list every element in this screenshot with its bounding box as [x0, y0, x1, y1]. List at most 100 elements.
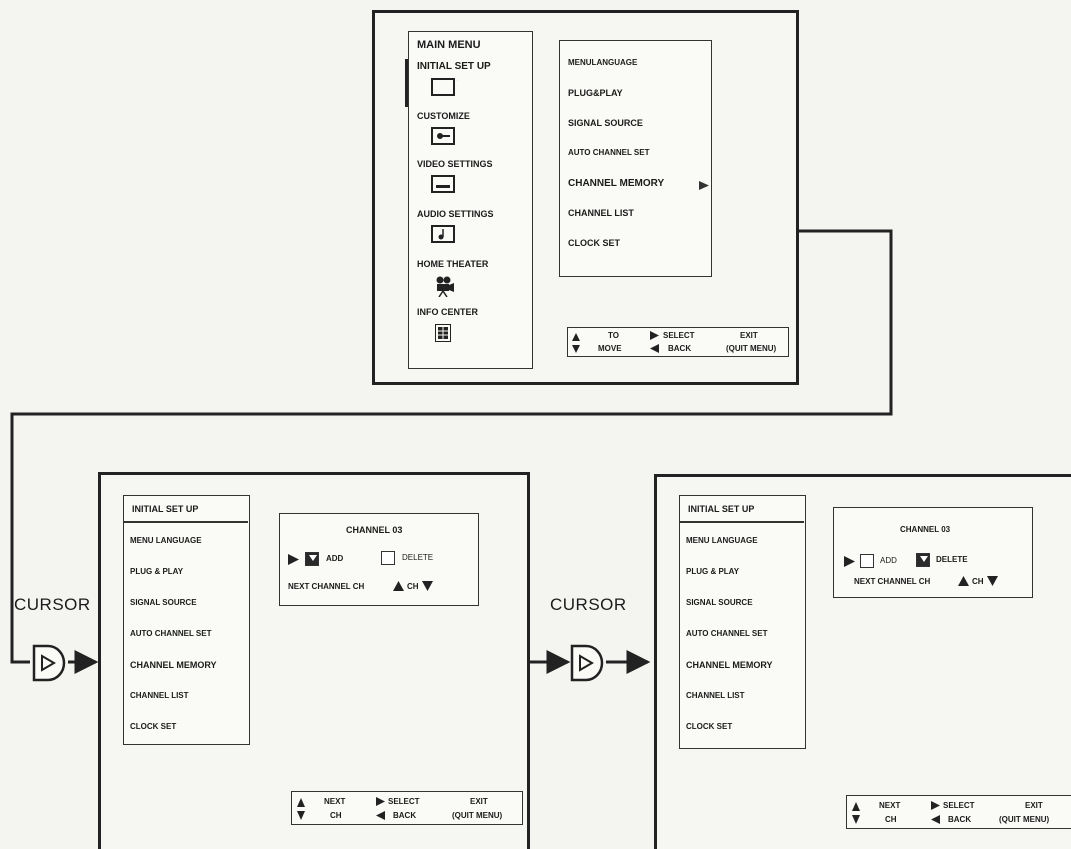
channel-title: CHANNEL 03	[900, 525, 951, 534]
setup-item-selected[interactable]: CHANNEL MEMORY	[686, 660, 773, 670]
arrow-right-icon	[650, 331, 659, 340]
main-menu-title: MAIN MENU	[417, 39, 481, 51]
cursor-label-1: CURSOR	[14, 595, 91, 614]
menu-item-video-settings[interactable]: VIDEO SETTINGS	[417, 159, 493, 169]
ch-label: CH	[972, 577, 984, 586]
setup-item[interactable]: PLUG & PLAY	[686, 567, 740, 576]
menu-item-info-center[interactable]: INFO CENTER	[417, 307, 479, 317]
help-quit-label: (QUIT MENU)	[452, 811, 503, 820]
setup-item[interactable]: MENU LANGUAGE	[130, 536, 202, 545]
divider	[680, 521, 804, 523]
channel-box: CHANNEL 03 ADD DELETE NEXT CHANNEL CH CH	[279, 513, 479, 606]
add-checkbox[interactable]	[860, 554, 874, 568]
submenu-item[interactable]: MENULANGUAGE	[568, 58, 638, 67]
submenu-item[interactable]: CHANNEL LIST	[568, 208, 634, 218]
setup-item[interactable]: CLOCK SET	[130, 722, 177, 731]
help-exit-label: EXIT	[1025, 801, 1043, 810]
initial-setup-panel: INITIAL SET UP MENU LANGUAGE PLUG & PLAY…	[123, 495, 250, 745]
help-move-label: MOVE	[598, 344, 622, 353]
help-next-label: NEXT	[324, 797, 346, 806]
help-ch-label: CH	[330, 811, 342, 820]
music-note-icon	[431, 225, 455, 243]
help-back-label: BACK	[393, 811, 417, 820]
arrow-left-icon	[376, 811, 385, 820]
delete-label: DELETE	[936, 555, 968, 564]
setup-item[interactable]: AUTO CHANNEL SET	[130, 629, 212, 638]
setup-item[interactable]: SIGNAL SOURCE	[130, 598, 197, 607]
help-to-label: TO	[608, 331, 619, 340]
help-bar: NEXT CH SELECT BACK EXIT (QUIT MENU)	[291, 791, 523, 825]
movie-camera-icon	[436, 276, 454, 297]
help-bar: TO MOVE SELECT BACK EXIT (QUIT MENU)	[567, 327, 789, 357]
arrow-right-icon	[844, 556, 855, 567]
delete-checkbox[interactable]	[916, 553, 930, 567]
panel-title: INITIAL SET UP	[132, 504, 199, 514]
divider	[124, 521, 248, 523]
setup-item[interactable]: CHANNEL LIST	[130, 691, 189, 700]
submenu-item[interactable]: CLOCK SET	[568, 238, 621, 248]
add-label: ADD	[880, 556, 897, 565]
help-next-label: NEXT	[879, 801, 901, 810]
cursor-button-icon	[570, 644, 604, 682]
up-down-arrows-icon	[297, 798, 305, 820]
up-down-arrows-icon	[572, 333, 580, 353]
help-exit-label: EXIT	[470, 797, 488, 806]
help-back-label: BACK	[668, 344, 692, 353]
ch-label: CH	[407, 582, 419, 591]
help-quit-label: (QUIT MENU)	[726, 344, 777, 353]
menu-item-audio-settings[interactable]: AUDIO SETTINGS	[417, 209, 494, 219]
arrow-right-icon	[376, 797, 385, 806]
submenu-item[interactable]: SIGNAL SOURCE	[568, 118, 643, 128]
setup-item[interactable]: PLUG & PLAY	[130, 567, 184, 576]
submenu-panel: MENULANGUAGE PLUG&PLAY SIGNAL SOURCE AUT…	[559, 40, 712, 277]
screen-channel-memory-add: INITIAL SET UP MENU LANGUAGE PLUG & PLAY…	[98, 472, 530, 849]
help-ch-label: CH	[885, 815, 897, 824]
screen-main-menu: MAIN MENU INITIAL SET UP CUSTOMIZE VIDEO…	[372, 10, 799, 385]
channel-title: CHANNEL 03	[346, 525, 403, 535]
add-checkbox[interactable]	[305, 552, 319, 566]
help-select-label: SELECT	[663, 331, 695, 340]
arrow-up-icon	[393, 581, 404, 591]
tv-screen-icon	[431, 78, 458, 96]
channel-box: CHANNEL 03 ADD DELETE NEXT CHANNEL CH CH	[833, 507, 1033, 598]
screen-channel-memory-delete: INITIAL SET UP MENU LANGUAGE PLUG & PLAY…	[654, 474, 1071, 849]
setup-item[interactable]: MENU LANGUAGE	[686, 536, 758, 545]
delete-label: DELETE	[402, 553, 434, 562]
add-label: ADD	[326, 554, 344, 563]
panel-title: INITIAL SET UP	[688, 504, 755, 514]
cursor-button-icon	[32, 644, 66, 682]
setup-item-selected[interactable]: CHANNEL MEMORY	[130, 660, 217, 670]
help-back-label: BACK	[948, 815, 972, 824]
arrow-down-icon	[987, 576, 998, 586]
selection-bar	[405, 59, 409, 107]
setup-item[interactable]: AUTO CHANNEL SET	[686, 629, 768, 638]
main-menu-panel: MAIN MENU INITIAL SET UP CUSTOMIZE VIDEO…	[408, 31, 533, 369]
help-select-label: SELECT	[943, 801, 975, 810]
setup-item[interactable]: SIGNAL SOURCE	[686, 598, 753, 607]
setup-item[interactable]: CHANNEL LIST	[686, 691, 745, 700]
submenu-item[interactable]: AUTO CHANNEL SET	[568, 148, 650, 157]
next-channel-label: NEXT CHANNEL CH	[288, 582, 365, 591]
help-quit-label: (QUIT MENU)	[999, 815, 1050, 824]
menu-item-customize[interactable]: CUSTOMIZE	[417, 111, 470, 121]
arrow-right-icon	[699, 181, 709, 190]
setup-item[interactable]: CLOCK SET	[686, 722, 733, 731]
arrow-down-icon	[422, 581, 433, 591]
initial-setup-panel: INITIAL SET UP MENU LANGUAGE PLUG & PLAY…	[679, 495, 806, 749]
help-select-label: SELECT	[388, 797, 420, 806]
delete-checkbox[interactable]	[381, 551, 395, 565]
submenu-item-selected[interactable]: CHANNEL MEMORY	[568, 178, 665, 189]
arrow-right-icon	[288, 554, 299, 565]
next-channel-label: NEXT CHANNEL CH	[854, 577, 931, 586]
menu-item-home-theater[interactable]: HOME THEATER	[417, 259, 489, 269]
cursor-label-2: CURSOR	[550, 595, 627, 614]
document-grid-icon	[435, 324, 451, 342]
arrow-right-icon	[931, 801, 940, 810]
arrow-up-icon	[958, 576, 969, 586]
menu-item-initial-set-up[interactable]: INITIAL SET UP	[417, 61, 491, 72]
submenu-item[interactable]: PLUG&PLAY	[568, 88, 623, 98]
arrow-left-icon	[931, 815, 940, 824]
help-bar: NEXT CH SELECT BACK EXIT (QUIT MENU)	[846, 795, 1071, 829]
connector-line-main	[10, 229, 893, 664]
